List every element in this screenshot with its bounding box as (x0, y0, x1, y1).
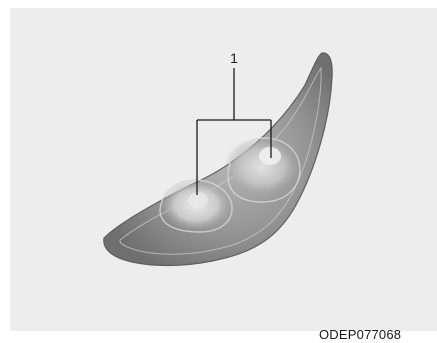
callout-number: 1 (230, 50, 238, 66)
projector-right-core (259, 147, 281, 165)
figure-code: ODEP077068 (319, 327, 401, 343)
projector-left-core (188, 192, 208, 208)
